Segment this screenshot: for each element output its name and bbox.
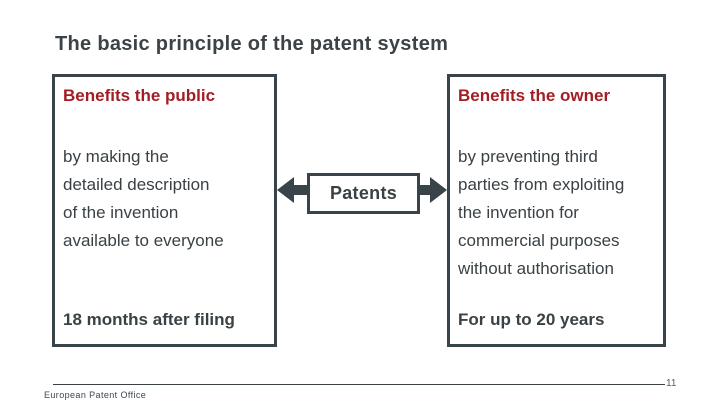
- benefits-owner-emphasis: For up to 20 years: [458, 310, 605, 329]
- patents-box: Patents: [307, 173, 420, 214]
- footer-divider: [53, 384, 665, 385]
- benefits-owner-box: Benefits the owner by preventing third p…: [447, 74, 666, 347]
- slide-title: The basic principle of the patent system: [55, 33, 449, 55]
- footer-organization: European Patent Office: [44, 390, 147, 400]
- benefits-owner-body: by preventing third parties from exploit…: [458, 147, 625, 278]
- benefits-public-box: Benefits the public by making the detail…: [52, 74, 277, 347]
- page-number: 11: [666, 378, 677, 389]
- benefits-public-heading: Benefits the public: [63, 86, 216, 105]
- benefits-public-body: by making the detailed description of th…: [63, 147, 224, 250]
- arrow-right-icon: [417, 177, 447, 203]
- benefits-public-emphasis: 18 months after filing: [63, 310, 235, 329]
- arrow-left-icon: [277, 177, 307, 203]
- patents-label: Patents: [329, 183, 398, 203]
- benefits-owner-heading: Benefits the owner: [458, 86, 611, 105]
